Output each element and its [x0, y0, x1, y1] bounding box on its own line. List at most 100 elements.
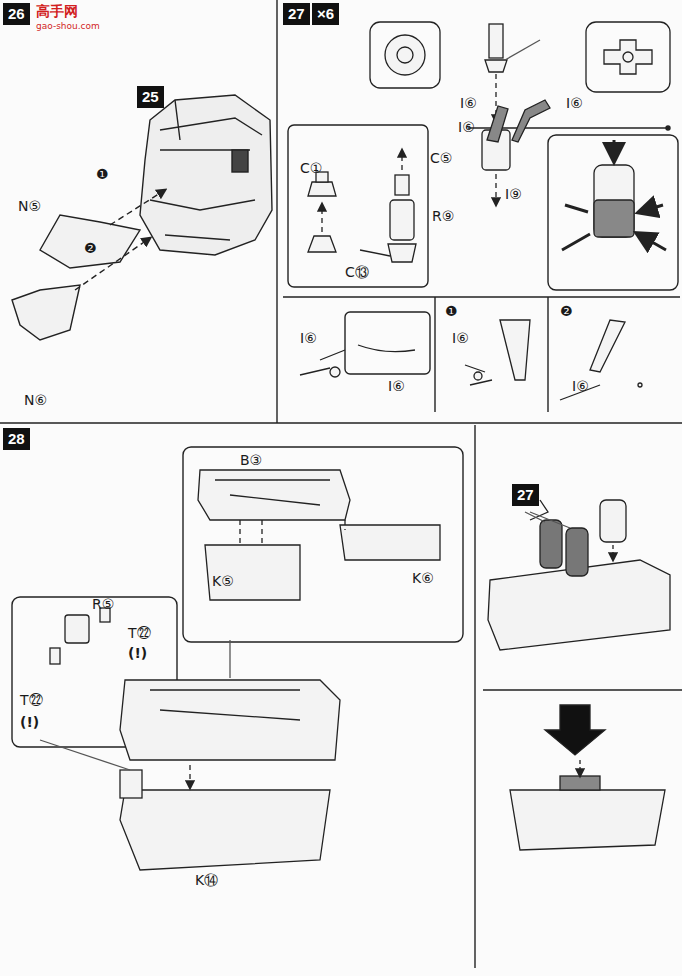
- illustration-line: [594, 165, 634, 237]
- illustration-line: [150, 100, 262, 240]
- part-label: B③: [240, 452, 262, 468]
- illustration-line: [300, 22, 670, 400]
- step-number-badge: ×6: [312, 3, 339, 25]
- illustration-line: [215, 480, 330, 505]
- illustration-line: [150, 690, 300, 720]
- illustration-line: [65, 615, 89, 643]
- illustration-line: [500, 320, 530, 380]
- illustration-line: [638, 383, 642, 387]
- part-label: ❶: [445, 303, 458, 319]
- part-label: I⑥: [458, 119, 475, 135]
- illustration-line: [505, 40, 540, 60]
- step-number-badge: 28: [3, 428, 30, 450]
- illustration-line: [358, 345, 415, 352]
- illustration-line: [487, 106, 508, 142]
- illustration-line: [345, 312, 430, 374]
- illustration-line: [489, 24, 503, 58]
- part-label: I⑥: [572, 378, 589, 394]
- part-label: ❷: [560, 303, 573, 319]
- illustration-line: [120, 770, 142, 798]
- illustration-line: [388, 244, 416, 262]
- part-label: N⑤: [18, 198, 41, 214]
- step-number-badge: 27: [512, 484, 539, 506]
- illustration-line: [321, 204, 322, 232]
- illustration-line: [283, 296, 680, 297]
- illustration-line: [579, 760, 580, 776]
- step-number-badge: 26: [3, 3, 30, 25]
- part-label: I⑥: [566, 95, 583, 111]
- illustration-line: [600, 500, 626, 542]
- part-label: I⑥: [452, 330, 469, 346]
- illustration-line: [75, 238, 150, 290]
- illustration-line: [483, 689, 682, 690]
- illustration-line: [232, 150, 248, 172]
- step-number: 26: [8, 5, 25, 22]
- illustration-line: [395, 175, 409, 195]
- part-label: C⑬: [345, 264, 369, 280]
- illustration-line: [590, 320, 625, 372]
- illustration-line: [276, 0, 277, 423]
- illustration-line: [110, 190, 165, 225]
- part-label: C①: [300, 160, 322, 176]
- part-label: K⑤: [212, 573, 234, 589]
- illustration-line: [397, 47, 413, 63]
- step-number: 28: [8, 430, 25, 447]
- illustration-line: [612, 545, 613, 560]
- illustration-line: [229, 640, 230, 678]
- illustration-line: [586, 22, 670, 92]
- illustration-line: [330, 367, 340, 377]
- part-label: K⑥: [412, 570, 434, 586]
- illustration-line: [474, 425, 475, 968]
- illustration-line: [525, 512, 570, 528]
- illustration-line: [401, 150, 402, 170]
- illustration-line: [474, 372, 482, 380]
- illustration-line: [340, 525, 440, 560]
- illustration-line: [198, 470, 350, 520]
- illustration-line: [183, 447, 463, 642]
- step-number: ×6: [317, 5, 334, 22]
- illustration-line: [566, 528, 588, 576]
- watermark: gao-shou.com: [36, 21, 100, 31]
- part-label: I⑥: [300, 330, 317, 346]
- illustration-line: [485, 60, 507, 72]
- step-number: 27: [517, 486, 534, 503]
- illustration-line: [240, 520, 345, 545]
- part-label: R⑤: [92, 596, 114, 612]
- illustration-line: [604, 40, 652, 74]
- illustration-line: [547, 297, 548, 412]
- illustration-line: [140, 95, 272, 255]
- illustration-line: [510, 790, 665, 850]
- illustration-line: [623, 52, 633, 62]
- illustration-line: [40, 470, 670, 870]
- step-number: 25: [142, 88, 159, 105]
- illustration-line: [495, 174, 496, 205]
- illustration-line: [189, 765, 190, 788]
- illustration-line: [288, 125, 428, 287]
- part-label: ❶: [96, 166, 109, 182]
- step-number-badge: 27: [283, 3, 310, 25]
- illustration-line: [390, 200, 414, 240]
- illustration-line: [12, 285, 80, 340]
- illustration-line: [0, 422, 682, 423]
- step-number: 27: [288, 5, 305, 22]
- illustration-line: [50, 648, 60, 664]
- part-label: (!): [128, 645, 147, 661]
- part-label: ❷: [84, 240, 97, 256]
- illustration-line: [560, 776, 600, 790]
- illustration-line: [308, 236, 336, 252]
- illustration-line: [40, 740, 130, 770]
- illustration-line: [434, 297, 435, 412]
- part-label: T㉒: [20, 692, 43, 708]
- part-label: (!): [20, 714, 39, 730]
- illustration-line: [565, 205, 663, 212]
- watermark: 高手网: [36, 3, 78, 19]
- part-label: I⑥: [388, 378, 405, 394]
- illustration-line: [594, 200, 634, 237]
- illustration-line: [613, 140, 616, 160]
- illustration-line: [545, 705, 605, 755]
- step-number-badge: 25: [137, 86, 164, 108]
- part-label: T㉒: [128, 625, 151, 641]
- illustration-line: [370, 22, 440, 88]
- illustration-line: [120, 790, 330, 870]
